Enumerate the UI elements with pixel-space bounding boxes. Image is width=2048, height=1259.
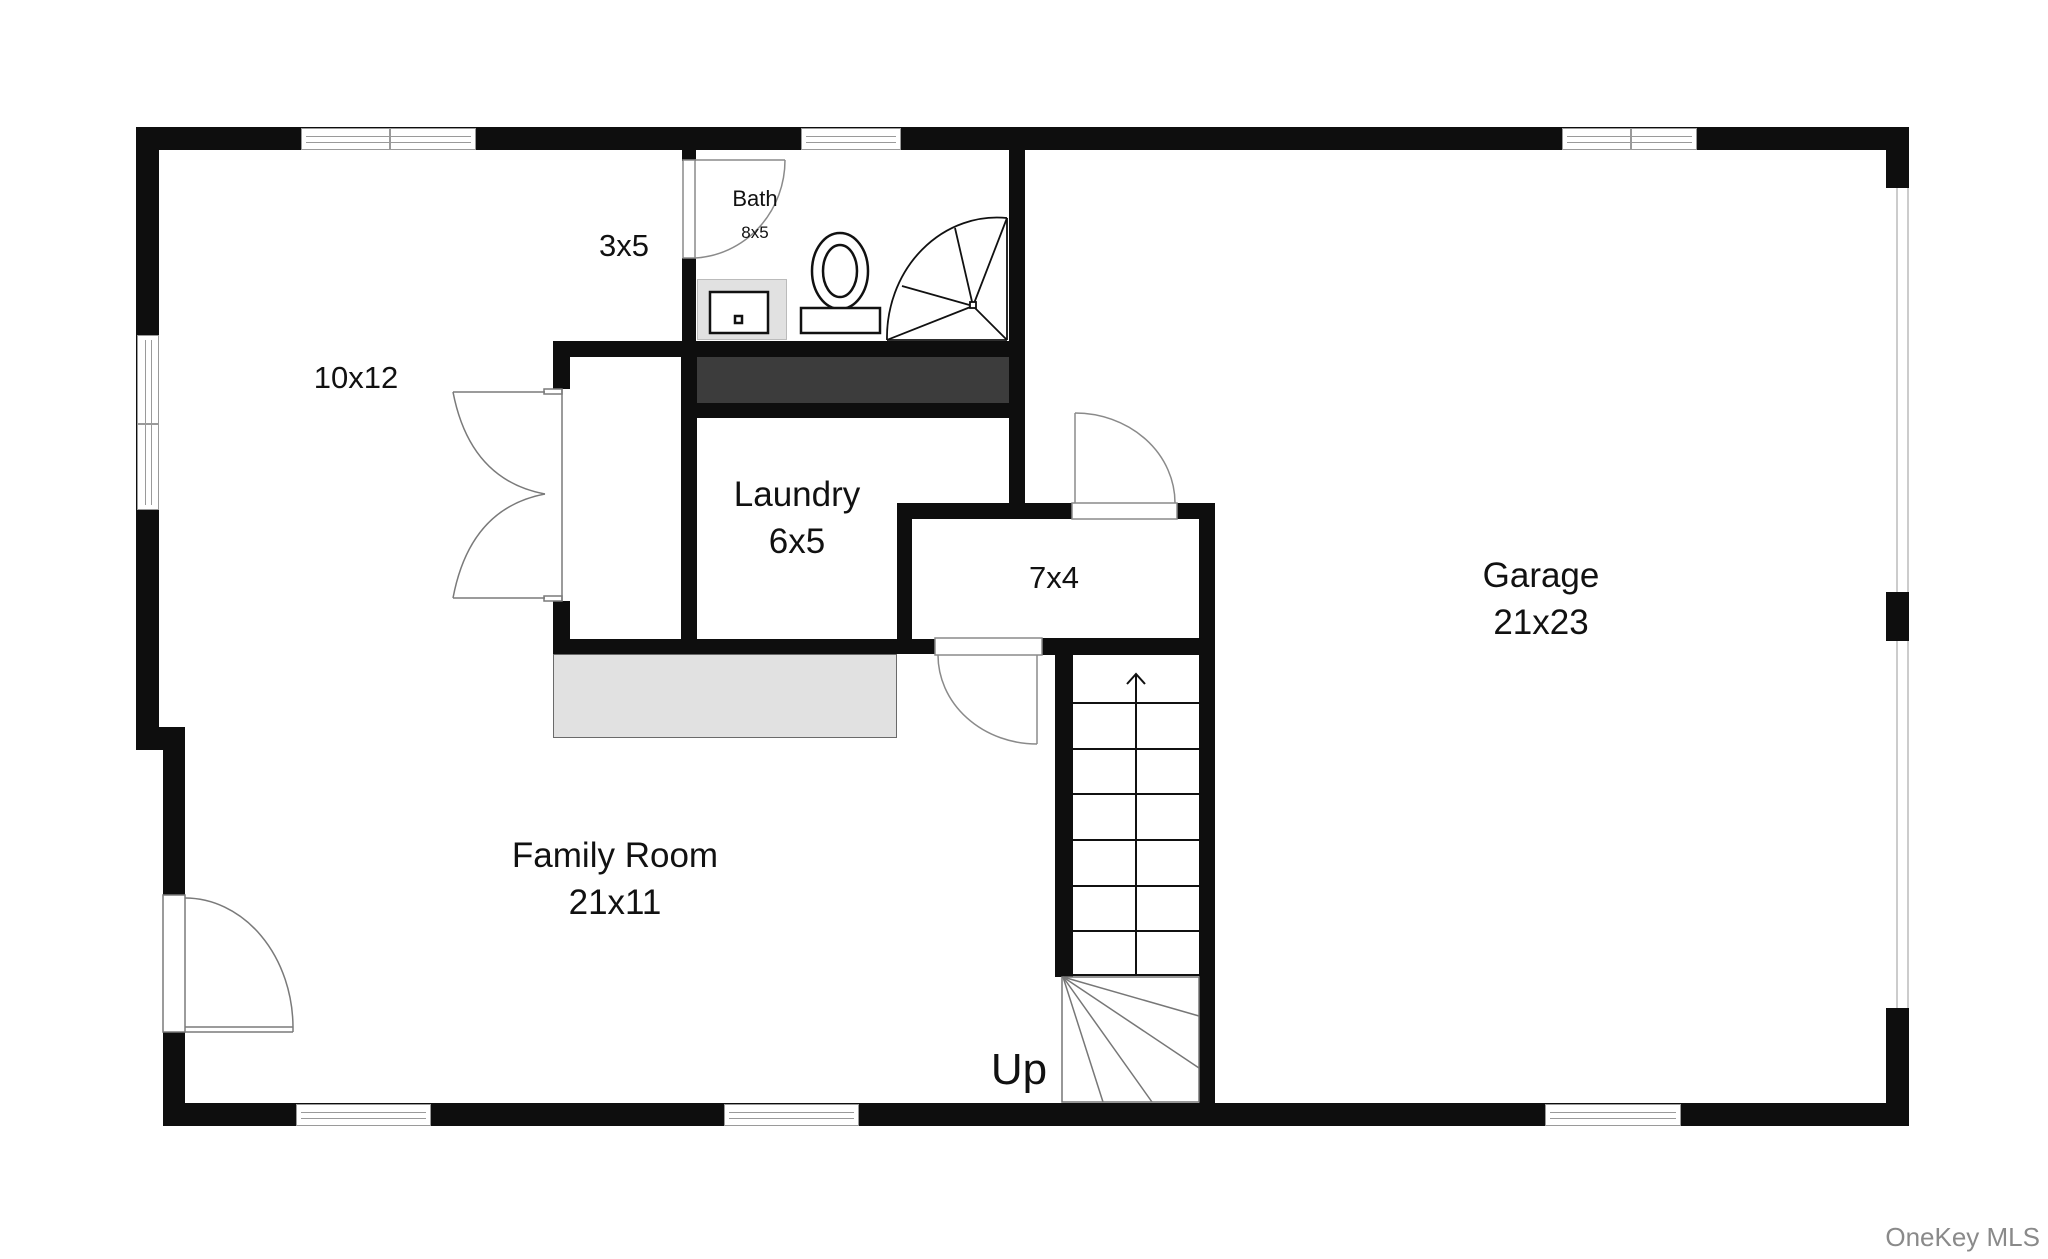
window-top-garage: [1562, 128, 1697, 150]
room-7x4-dimensions: 7x4: [1029, 560, 1079, 595]
shelf-dark-band: [696, 357, 1009, 403]
window-bottom-garage: [1545, 1104, 1681, 1126]
stairs-up-label: Up: [990, 1045, 1048, 1094]
garage-entry-door-icon: [1071, 412, 1178, 520]
garage-overhead-door-icon: [1896, 188, 1909, 1008]
bath-door-icon: [682, 159, 786, 259]
hall-door-icon: [934, 637, 1043, 745]
winder-stairs-icon: [1061, 976, 1200, 1103]
laundry-dimensions: 6x5: [768, 522, 826, 561]
garage-name: Garage: [1482, 556, 1600, 595]
corner-stair-icon: [886, 216, 1008, 341]
bath-name: Bath: [732, 186, 778, 211]
closet-double-door-icon: [452, 388, 563, 602]
stairs-icon: [1073, 672, 1199, 976]
exterior-door-icon: [162, 894, 294, 1033]
family-room-dimensions: 21x11: [568, 883, 662, 922]
room-3x5-dimensions: 3x5: [599, 228, 649, 263]
storage-counter: [553, 654, 897, 738]
bath-dimensions: 8x5: [741, 223, 769, 242]
laundry-name: Laundry: [733, 475, 861, 514]
exterior-wall-bottom: [163, 1103, 1909, 1126]
sink-icon: [708, 290, 770, 335]
family-room-name: Family Room: [511, 836, 719, 875]
laundry-bottom-wall: [553, 639, 935, 654]
window-bottom-2: [724, 1104, 859, 1126]
room-7x4-top-wall-left: [897, 503, 1072, 519]
stair-left-wall: [1055, 647, 1073, 977]
room-7x4-bottom-wall: [1042, 638, 1215, 655]
closet-left-wall-top: [553, 341, 570, 389]
laundry-left-wall: [681, 341, 697, 654]
window-top-left: [301, 128, 476, 150]
window-left: [137, 335, 159, 510]
window-bottom-1: [296, 1104, 431, 1126]
exterior-wall-right-upper: [1886, 127, 1909, 188]
watermark: OneKey MLS: [1885, 1222, 2040, 1252]
toilet-icon: [799, 231, 882, 335]
window-top-bath: [801, 128, 901, 150]
room-10x12-dimensions: 10x12: [313, 360, 399, 395]
exterior-wall-right-pier: [1886, 592, 1909, 641]
exterior-wall-right-lower: [1886, 1008, 1909, 1126]
bath-left-wall: [682, 258, 696, 358]
laundry-top-wall: [682, 403, 1025, 418]
garage-divider-wall: [1009, 137, 1025, 517]
closet-top-wall: [553, 341, 1025, 357]
room-7x4-left-wall: [897, 503, 912, 654]
bath-left-wall-top: [682, 137, 696, 161]
garage-dimensions: 21x23: [1493, 603, 1589, 642]
